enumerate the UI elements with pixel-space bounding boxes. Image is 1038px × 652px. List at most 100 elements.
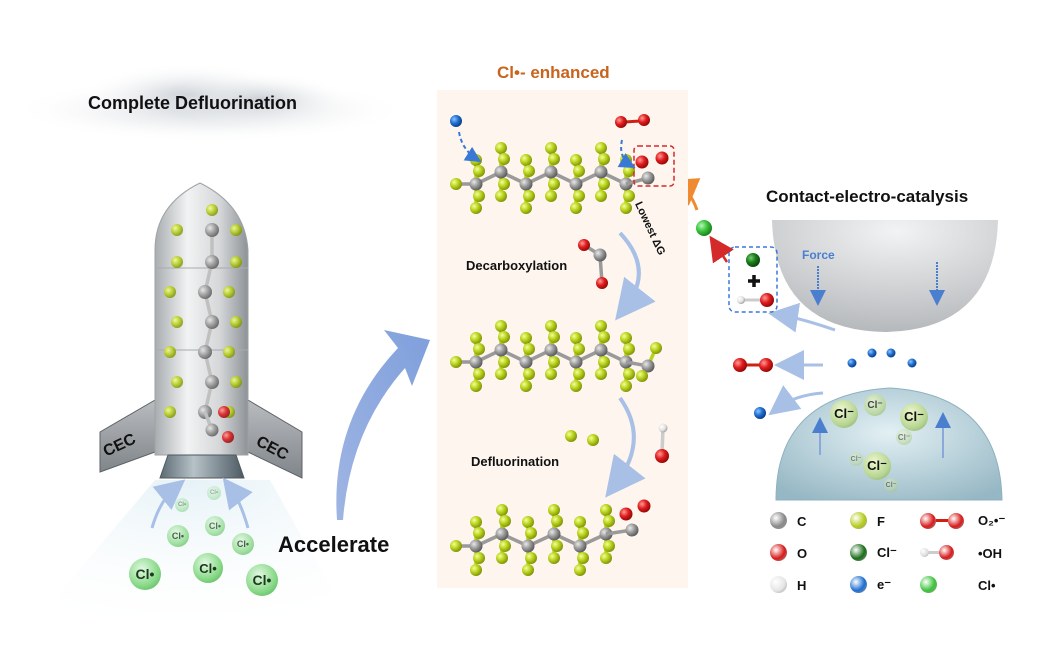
fluorine-atom [523, 165, 535, 177]
carbon-atom [544, 165, 558, 179]
legend-label: O₂•⁻ [978, 513, 1006, 528]
legend-item: H [770, 576, 806, 594]
legend-item: Cl⁻ [850, 544, 897, 562]
fluorine-atom [171, 376, 183, 388]
legend-label: F [877, 513, 885, 529]
fluorine-atom [548, 504, 560, 516]
fluorine-atom [164, 286, 176, 298]
hydroxyl-hydrogen [658, 423, 668, 433]
fluorine-atom [171, 224, 183, 236]
fluorine-atom [573, 343, 585, 355]
fluorine-atom [620, 202, 632, 214]
fluorine-atom [496, 504, 508, 516]
arrow-to-chlorine-radical [709, 235, 734, 264]
fluorine-atom [523, 368, 535, 380]
fluorine-atom [473, 190, 485, 202]
electron-attack-arrow [458, 131, 482, 163]
fluorine-atom [470, 202, 482, 214]
legend-label: •OH [978, 545, 1003, 561]
fluorine-atom [522, 516, 534, 528]
fluorine-atom [551, 540, 563, 552]
carboxyl-carbon [641, 171, 655, 185]
panel-title: Cl•- enhanced [497, 63, 610, 82]
fluorine-atom [495, 320, 507, 332]
fluorine-atom [595, 190, 607, 202]
fluorine-atom [598, 153, 610, 165]
arrow-to-oh-cl [768, 302, 836, 333]
fluorine-atom [570, 202, 582, 214]
fluorine-atom [603, 515, 615, 527]
fluorine-atom [623, 368, 635, 380]
superoxide-molecule [733, 358, 773, 372]
hydroxyl-radical [737, 293, 774, 307]
carbon-atom [519, 355, 533, 369]
fluorine-atom [545, 190, 557, 202]
fluorine-atom [171, 256, 183, 268]
fluorine-atom [573, 368, 585, 380]
fluorine-atom [523, 190, 535, 202]
shortened-pfca-molecule [450, 504, 615, 576]
legend-label: H [797, 577, 807, 593]
carboxyl-oxygen [655, 151, 669, 165]
chloride-ion: Cl⁻ [884, 478, 898, 492]
chlorine-radical: Cl• [207, 486, 221, 500]
leaving-fluorine [565, 430, 577, 442]
carbon-atom [469, 177, 483, 191]
oxygen-atom-icon [770, 544, 787, 562]
legend-item: O₂•⁻ [920, 512, 1005, 530]
fluorine-atom [600, 552, 612, 564]
force-label: Force [802, 248, 835, 262]
fluorine-atom [620, 380, 632, 392]
step-arrow-decarboxylation [615, 231, 656, 321]
fluorine-atom [495, 142, 507, 154]
fluorine-atom [570, 332, 582, 344]
fluorine-atom [230, 224, 242, 236]
carbon-atom-icon [770, 512, 787, 530]
fluorine-atom [223, 286, 235, 298]
fluorine-atom [525, 552, 537, 564]
fluorine-atom [603, 540, 615, 552]
fluorine-atom [525, 527, 537, 539]
chloride-ion: Cl⁻ [863, 452, 891, 480]
fluorine-atom [577, 527, 589, 539]
fluorine-atom [574, 516, 586, 528]
fluorine-atom [470, 380, 482, 392]
carboxyl-carbon [625, 523, 639, 537]
carbon-atom [521, 539, 535, 553]
fluorine-atom [496, 552, 508, 564]
fluorine-atom [498, 356, 510, 368]
chlorine-radical-attacker [696, 220, 712, 236]
fluorine-atom [598, 331, 610, 343]
carbon-atom [205, 223, 219, 237]
chlorine-radical-icon [920, 576, 968, 594]
carboxyl-oxygen [635, 155, 649, 169]
radical-label: Cl• [199, 560, 217, 576]
fluorine-atom [548, 356, 560, 368]
reactive-species-box [728, 246, 778, 313]
carbon-atom [205, 423, 219, 437]
superoxide-molecule-icon [920, 512, 968, 530]
legend-item: e⁻ [850, 576, 891, 594]
carbon-atom [205, 375, 219, 389]
ion-label: Cl⁻ [850, 456, 862, 463]
co2-oxygen [596, 277, 608, 289]
fluorine-atom [450, 356, 462, 368]
chloride-ion: Cl⁻ [830, 400, 858, 428]
chloride-ion: Cl⁻ [896, 429, 912, 445]
fluorine-atom [470, 516, 482, 528]
step-arrow-defluorination [605, 396, 646, 498]
fluorine-atom [164, 406, 176, 418]
fluorine-atom [598, 356, 610, 368]
fluorine-atom [473, 527, 485, 539]
chlorine-radical: Cl• [205, 516, 225, 536]
chlorine-radical: Cl• [175, 498, 189, 512]
radical-label: Cl• [252, 572, 272, 588]
carbon-atom [495, 527, 509, 541]
chloride-ion: Cl⁻ [849, 452, 863, 466]
radical-label: Cl• [135, 566, 155, 582]
fluorine-atom [598, 178, 610, 190]
legend-item: •OH [920, 544, 1002, 562]
fluorine-atom [573, 165, 585, 177]
fluorine-atom [620, 332, 632, 344]
carbon-atom [547, 527, 561, 541]
